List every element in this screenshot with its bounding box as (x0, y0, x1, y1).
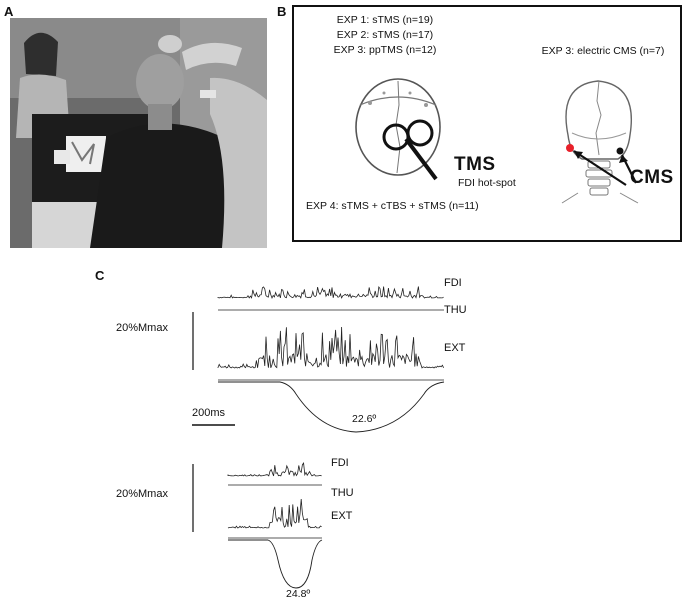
panel-b-box: EXP 1: sTMS (n=19) EXP 2: sTMS (n=17) EX… (292, 5, 682, 242)
cms-black-dot (616, 147, 624, 155)
fdi-trace-top (217, 286, 444, 300)
tms-label: TMS (454, 154, 496, 175)
fdi-trace-bottom (227, 462, 322, 477)
experiment-photo-scene (10, 18, 267, 248)
exp3-label: EXP 3: ppTMS (n=12) (333, 44, 437, 56)
exp4-label: EXP 4: sTMS + cTBS + sTMS (n=11) (306, 200, 479, 212)
emg-traces (192, 286, 445, 589)
exp2-label: EXP 2: sTMS (n=17) (336, 29, 434, 41)
angle-label-bottom: 24.8º (286, 588, 311, 600)
exp-list: EXP 1: sTMS (n=19) EXP 2: sTMS (n=17) EX… (300, 13, 470, 58)
cms-label: CMS (630, 167, 674, 188)
panel-a-letter: A (4, 4, 14, 19)
panel-b-letter: B (277, 4, 287, 19)
ext-trace-bottom (227, 498, 322, 529)
experiment-photo (10, 18, 267, 248)
angle-trace-bottom (228, 539, 323, 589)
exp1-label: EXP 1: sTMS (n=19) (336, 14, 434, 26)
fdi-label-top: FDI (444, 277, 462, 289)
skull-top-view (355, 78, 441, 181)
angle-trace-top (218, 381, 445, 433)
ext-label-top: EXT (444, 342, 466, 354)
panel-c-letter: C (95, 268, 105, 283)
thu-label-bottom: THU (331, 487, 354, 499)
amplitude-scale-label-top: 20%Mmax (116, 322, 168, 334)
angle-label-top: 22.6º (352, 413, 377, 425)
skull-back-view (561, 80, 639, 204)
ext-trace-top (217, 326, 444, 369)
thu-label-top: THU (444, 304, 467, 316)
exp3-cms-label: EXP 3: electric CMS (n=7) (541, 45, 665, 57)
fdi-hotspot-label: FDI hot-spot (458, 177, 516, 189)
fdi-label-bottom: FDI (331, 457, 349, 469)
ext-label-bottom: EXT (331, 510, 353, 522)
cms-red-dot (566, 144, 574, 152)
amplitude-scale-label-bottom: 20%Mmax (116, 488, 168, 500)
time-scale-label: 200ms (192, 407, 226, 419)
